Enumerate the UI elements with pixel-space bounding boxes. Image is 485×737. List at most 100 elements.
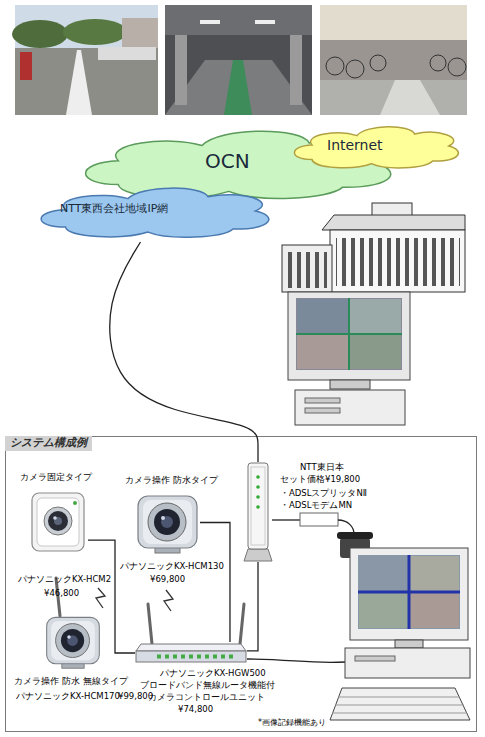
photo-light: [200, 20, 220, 24]
photo-bike-area: [320, 40, 467, 80]
lens-highlight: [53, 516, 57, 520]
router-unit: パナソニックKX-HGW500ブロードバンド無線ルータ機能付カメラコントロールユ…: [135, 642, 247, 664]
cloud-outline: [86, 131, 391, 198]
screen-view: [359, 593, 409, 628]
cable-connector: [247, 562, 258, 651]
monitor-frame: [288, 292, 410, 380]
monitor-screen: [358, 555, 460, 629]
phone-wire: [338, 520, 354, 534]
camera-face: [143, 500, 192, 544]
photo-stripe: [66, 50, 92, 115]
dome-camera-art: [135, 490, 200, 555]
camera-body: [138, 496, 197, 548]
photo-pillar: [290, 35, 302, 105]
cable-connector: [200, 523, 230, 643]
telephone-handset: [337, 532, 373, 539]
screen-divider: [358, 591, 460, 594]
lan-cable: [247, 659, 345, 662]
router-front: [136, 651, 246, 662]
photo-bike-wheel: [370, 55, 386, 71]
building-top: [372, 203, 412, 216]
telephone-body: [340, 538, 370, 558]
modem-panel: [251, 467, 265, 545]
photo-ground: [15, 48, 158, 115]
node-text: セット価格¥19,800: [280, 475, 360, 485]
note-label: *画像記録機能あり: [258, 718, 326, 727]
camera-lens-ring: [148, 503, 186, 541]
drive-slot: [355, 656, 395, 661]
desktop-unit: [345, 648, 470, 678]
photo-ceiling: [165, 5, 312, 35]
building-windows: [287, 252, 327, 288]
adsl-modem-art: [244, 462, 272, 562]
node-heading: システム構成例: [5, 436, 92, 451]
router-antenna: [148, 604, 152, 644]
camera-lens-core: [54, 517, 62, 525]
node-heading: Internet: [327, 137, 383, 153]
screen-view: [297, 335, 349, 369]
cloud-outline: [41, 188, 269, 237]
monitor-stand: [395, 640, 423, 648]
wireless-mark: [96, 588, 105, 608]
photo-car: [98, 47, 156, 60]
photo-building: [122, 18, 158, 50]
camera-lens: [48, 511, 68, 531]
monitor-frame: [350, 548, 468, 640]
router-led: [173, 655, 177, 659]
photo-path: [380, 80, 440, 115]
monitor-screen: [296, 298, 402, 370]
camera-lens: [61, 629, 84, 652]
node-heading: カメラ固定タイプ: [20, 472, 92, 482]
router-unit-art: [135, 642, 247, 664]
wireless-mark: [164, 590, 173, 611]
modem-body: [248, 463, 268, 549]
node-text: ¥74,800: [178, 705, 213, 715]
screen-view: [410, 593, 459, 628]
modem-led: [256, 495, 260, 499]
camera-body: [47, 617, 100, 663]
router-led: [205, 655, 209, 659]
router-antenna: [240, 604, 244, 644]
node-heading: カメラ操作 防水 無線タイプ: [14, 676, 128, 686]
drive-slot: [305, 398, 340, 403]
keyboard-row: [335, 705, 464, 706]
modem-led: [256, 475, 260, 479]
camera-stand: [155, 546, 180, 553]
keyboard: [330, 688, 470, 720]
adsl-modem: NTT東日本セット価格¥19,800・ADSLスプリッタNⅡ・ADSLモデムMN: [244, 462, 272, 562]
router-led: [165, 655, 169, 659]
building-roof: [322, 215, 465, 230]
dome-camera: カメラ操作 防水タイプパナソニックKX-HCM130¥69,800: [135, 490, 200, 555]
camera-face: [37, 498, 79, 546]
photo-bike-wheel: [326, 57, 344, 75]
photo-floor: [165, 60, 312, 115]
router-led: [189, 655, 193, 659]
router-led: [157, 655, 161, 659]
photo-floor: [320, 80, 467, 115]
node-heading: カメラ操作 防水タイプ: [125, 475, 218, 485]
node-text: ¥69,800: [150, 575, 185, 585]
drive-slot: [305, 408, 340, 413]
photo-interior: [165, 5, 312, 115]
photo-bike-wheel: [448, 58, 466, 76]
camera-body: [32, 493, 84, 551]
router-led: [181, 655, 185, 659]
router-top: [136, 644, 246, 651]
router-led: [229, 655, 233, 659]
photo-bike-wheel: [430, 55, 446, 71]
network-cloud: OCN: [68, 120, 403, 205]
keyboard-row: [332, 713, 467, 714]
node-text: カメラコントロールユニット: [148, 693, 265, 703]
modem-led: [256, 485, 260, 489]
cable-connector: [110, 242, 258, 462]
node-text: ・ADSLモデムMN: [280, 501, 352, 511]
screen-view: [297, 299, 349, 334]
node-heading: NTT東日本: [300, 463, 344, 473]
node-heading: NTT東西会社地域IP網: [60, 203, 168, 216]
monitor-stand: [330, 380, 370, 389]
camera-stand: [62, 662, 84, 668]
screen-view: [359, 556, 409, 592]
